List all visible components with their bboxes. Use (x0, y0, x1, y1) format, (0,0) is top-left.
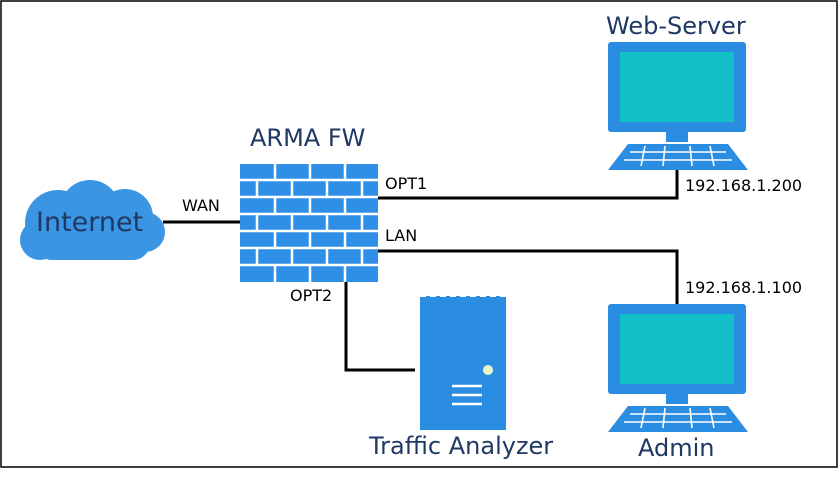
firewall-label: ARMA FW (250, 124, 366, 152)
opt1-port-label: OPT1 (385, 174, 428, 193)
opt1-link (378, 170, 679, 200)
opt2-port-label: OPT2 (290, 286, 333, 305)
internet-cloud-icon (20, 180, 165, 260)
wan-port-label: WAN (182, 196, 220, 215)
internet-label: Internet (36, 207, 144, 238)
lan-link (378, 249, 679, 312)
traffic-analyzer-server-icon (420, 295, 506, 430)
admin-label: Admin (638, 434, 715, 462)
opt2-link (344, 282, 415, 372)
traffic-analyzer-label: Traffic Analyzer (369, 432, 554, 460)
admin-ip-label: 192.168.1.100 (685, 278, 803, 297)
web-server-label: Web-Server (606, 12, 746, 40)
connections (163, 170, 679, 372)
admin-computer-icon (608, 304, 748, 432)
lan-port-label: LAN (385, 226, 418, 245)
web-server-ip-label: 192.168.1.200 (685, 176, 803, 195)
web-server-computer-icon (608, 42, 748, 170)
firewall-icon (240, 164, 378, 282)
